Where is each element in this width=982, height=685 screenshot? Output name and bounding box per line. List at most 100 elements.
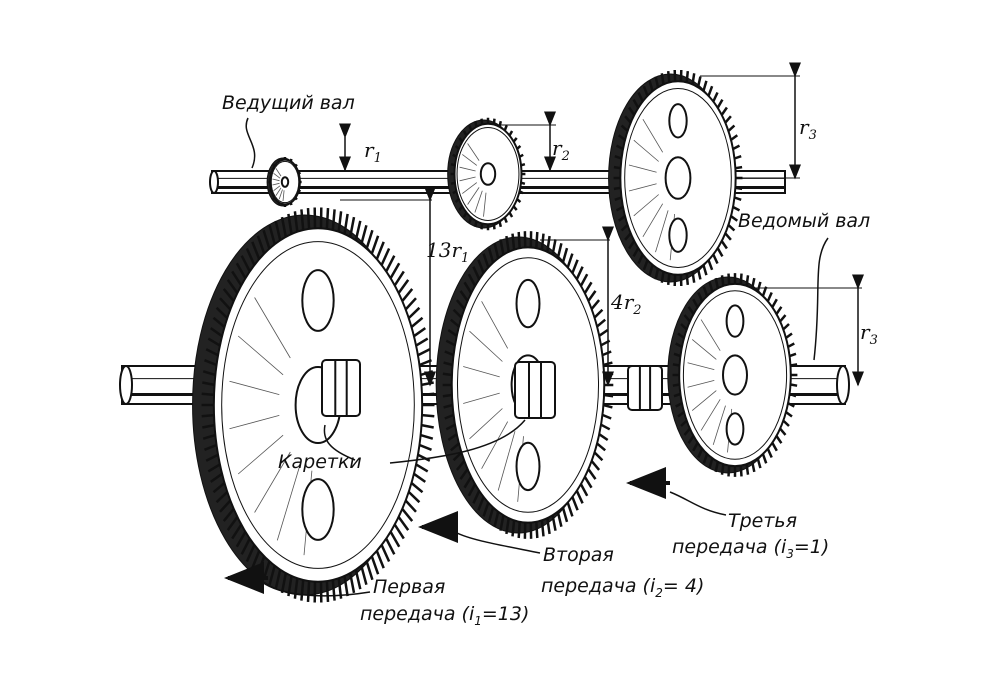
third-gear-i: i [780, 536, 787, 558]
gear-large-r3-hatch [655, 210, 669, 253]
gear-second-hatch [463, 366, 500, 378]
gear-large-r3-hatch [628, 164, 657, 173]
dim-r2-sub: 2 [561, 149, 570, 164]
second-gear-word: передача ( [541, 575, 650, 597]
dim-r3-top-sub: 3 [808, 128, 817, 143]
gear-large-r3-hole-top [668, 103, 688, 139]
gear-small-r2-hub [479, 162, 497, 186]
gear-third-driven-hub [722, 354, 748, 396]
gear-pinion-r1-hatch [273, 185, 281, 192]
gear-second-hatch [481, 421, 509, 469]
gear-second-hatch [463, 392, 500, 404]
gear-first-hatch [237, 335, 284, 376]
dim-r1-sub: 1 [373, 151, 382, 166]
leader-carriage-first [323, 424, 356, 461]
gear-third-driven-hatch [712, 405, 726, 446]
leader-driving-shaft [245, 117, 256, 169]
gear-second-hole-bottom [515, 441, 541, 492]
third-gear-ratio: передача (i3=1) [672, 538, 829, 560]
gear-third-driven [667, 273, 798, 477]
gear-third-driven-hatch [700, 399, 721, 431]
dim-r3-top-base: r [799, 115, 809, 139]
gear-third-driven-rim [682, 290, 788, 460]
second-gear-i: i [649, 575, 656, 597]
gear-small-r2-hatch [483, 192, 487, 217]
third-gear-word: передача ( [672, 536, 781, 558]
leader-lines [245, 117, 829, 597]
gear-second-hatch [497, 431, 516, 491]
gear-small-r2-hatch [474, 190, 483, 213]
gear-small-r2-hatch [459, 176, 476, 182]
dim-4r2-sub: 2 [633, 303, 642, 318]
dim-r3-bottom: r3 [860, 322, 878, 347]
dim-13r1-base: r [451, 238, 462, 262]
gear-large-r3-hatch [642, 203, 664, 238]
gear-large-r3-teeth [613, 69, 743, 287]
gear-pinion-r1-hatch [273, 172, 281, 179]
dimension-lines [339, 62, 864, 387]
carriage-third [627, 365, 663, 411]
driving-shaft-end [209, 170, 219, 194]
gear-first-hole-bottom [301, 478, 335, 541]
gear-second-rim [456, 257, 600, 513]
gear-small-r2-hatch [467, 187, 480, 205]
gear-second-hatch [469, 330, 503, 362]
gear-second-hole-top [515, 278, 541, 329]
gear-small-r2-hatch [462, 154, 478, 166]
first-gear-i: i [468, 603, 475, 625]
second-gear-i-sub: 2 [655, 585, 663, 600]
gear-large-r3-hole-bottom [668, 217, 688, 253]
carriage-first [321, 359, 361, 417]
gear-small-r2 [447, 117, 526, 231]
first-gear-word: передача ( [360, 603, 469, 625]
leader-first [261, 581, 371, 597]
first-gear-title: Первая [373, 576, 446, 598]
dim-13r1-prefix: 13 [426, 238, 452, 262]
gears [192, 69, 798, 603]
gear-second-hatch [469, 408, 503, 440]
dim-r1-base: r [364, 138, 374, 162]
dim-r2: r2 [552, 138, 570, 163]
driving-shaft-label: Ведущий вал [222, 92, 355, 114]
gear-first-hole-top [301, 269, 335, 332]
gear-large-r3-hatch [628, 183, 657, 192]
gear-small-r2-rim [456, 127, 520, 221]
leader-second [454, 531, 541, 554]
gear-large-r3-rim [624, 88, 732, 268]
gear-pinion-r1-hub [280, 176, 290, 188]
carriages-label: Каретки [278, 451, 362, 473]
gear-first-hatch [254, 297, 291, 359]
second-gear-label: Вторая [543, 546, 614, 565]
gear-third-driven-hatch [700, 319, 721, 351]
dim-r3-bottom-base: r [860, 320, 870, 344]
second-gear-value: = 4) [662, 575, 705, 597]
gear-third-driven-teeth [672, 273, 798, 477]
gear-pinion-r1-hatch [275, 187, 282, 196]
third-gear-i-sub: 3 [786, 546, 794, 561]
third-gear-label: Третья [728, 512, 797, 531]
dim-r3-bottom-sub: 3 [869, 333, 878, 348]
carriage-second [514, 361, 556, 419]
gear-pinion-r1 [266, 157, 302, 207]
gear-first-hatch [254, 451, 291, 513]
intermediate-shaft-end [119, 365, 133, 405]
leader-third [669, 491, 727, 516]
gear-third-driven-hole-top [725, 304, 745, 338]
dim-13r1-sub: 1 [461, 251, 470, 266]
gear-small-r2-teeth [450, 117, 526, 231]
gear-pinion-r1-rim [270, 160, 300, 204]
second-gear-title: Вторая [543, 544, 614, 566]
gear-third-driven-hatch [691, 390, 717, 411]
dim-4r2-prefix: 4 [611, 290, 624, 314]
gear-small-r2-hatch [462, 182, 478, 194]
driven-shaft-end [836, 365, 850, 405]
dim-4r2-base: r [623, 290, 634, 314]
direction-arrows [224, 467, 670, 594]
dim-r2-base: r [552, 136, 562, 160]
gear-large-r3 [608, 69, 743, 287]
leader-driven-shaft [813, 237, 829, 361]
gear-first-hatch [276, 464, 301, 541]
gear-large-r3-hatch [633, 139, 659, 162]
third-gear-title: Третья [728, 510, 798, 532]
